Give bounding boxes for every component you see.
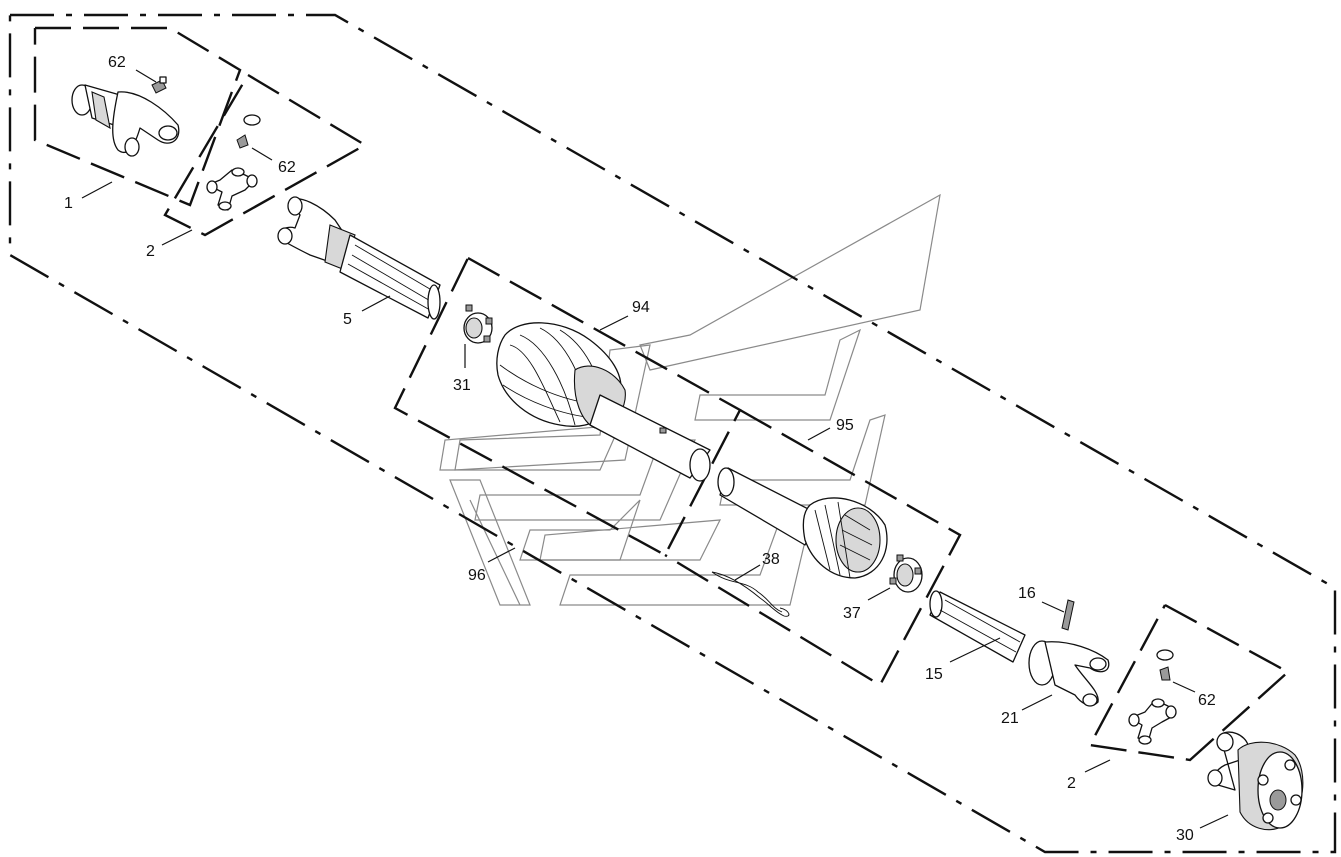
part-38-safety-chain [711,571,790,617]
callout-62-top: 62 [108,54,126,71]
callout-94: 94 [632,299,650,316]
part-62-grease-nipple [151,76,167,94]
part-95-guard-inner [717,467,888,579]
part-16-spring-pin [1061,599,1075,631]
callout-31: 31 [453,377,471,394]
assembly-boundary [8,13,1337,854]
callout-62-bottom: 62 [1198,692,1216,709]
part-31-bearing-ring [463,304,493,344]
callout-62-mid: 62 [278,159,296,176]
part-2-cross-top [206,114,261,211]
part-15-outer-shaft [929,590,1026,663]
part-2-cross-bottom [1128,649,1177,745]
part-94-guard-outer [496,322,711,482]
callout-38: 38 [762,551,780,568]
group-boundary-94 [393,256,742,557]
group-boundary-1 [33,26,242,207]
part-5-inner-shaft [277,196,441,320]
callout-1: 1 [64,195,73,212]
callout-2-top: 2 [146,243,155,260]
callout-2-bottom: 2 [1067,775,1076,792]
group-boundary-2a [163,73,368,237]
part-37-bearing-ring [889,554,923,593]
callout-96: 96 [468,567,486,584]
group-boundary-2b [1088,603,1291,762]
callout-95: 95 [836,417,854,434]
callout-5: 5 [343,311,352,328]
callout-16: 16 [1018,585,1036,602]
callout-labels: 62 1 62 2 5 94 31 95 96 38 37 16 15 62 2… [64,54,1216,844]
callout-37: 37 [843,605,861,622]
callout-15: 15 [925,666,943,683]
leader-lines [81,69,1229,829]
part-21-yoke [1028,640,1110,707]
group-boundary-95 [664,408,962,687]
part-1-yoke [71,84,180,157]
callout-21: 21 [1001,710,1019,727]
part-30-friction-clutch [1207,731,1304,831]
callout-30: 30 [1176,827,1194,844]
